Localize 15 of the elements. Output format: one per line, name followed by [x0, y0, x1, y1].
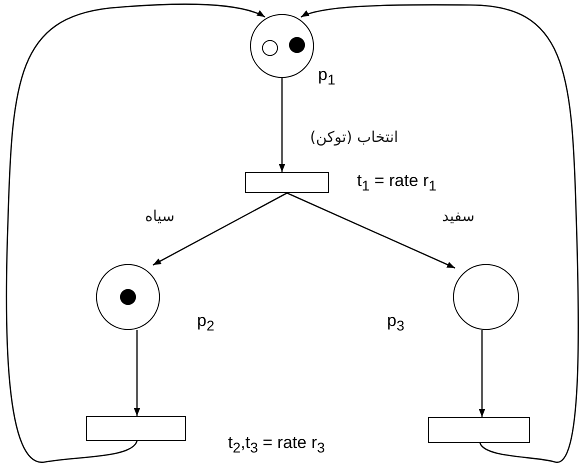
arrow [134, 330, 140, 416]
arrow [286, 192, 456, 269]
arrow [300, 4, 579, 463]
transition-box [86, 416, 186, 441]
arrow [278, 78, 286, 172]
rate-label: t$_{2}$,t$_{3}$ = rate r$_{3}$ [228, 434, 325, 456]
arrow [478, 330, 486, 417]
arrow [6, 3, 266, 463]
transition-box [245, 172, 329, 193]
place-label: p$_{2}$ [197, 312, 214, 334]
transition-label: t$_{1}$ = rate r$_{1}$ [357, 172, 437, 194]
arrow [152, 192, 288, 266]
place-label: p$_{3}$ [387, 312, 404, 334]
transition-box [428, 417, 530, 443]
place-label: p$_{1}$ [318, 66, 336, 88]
